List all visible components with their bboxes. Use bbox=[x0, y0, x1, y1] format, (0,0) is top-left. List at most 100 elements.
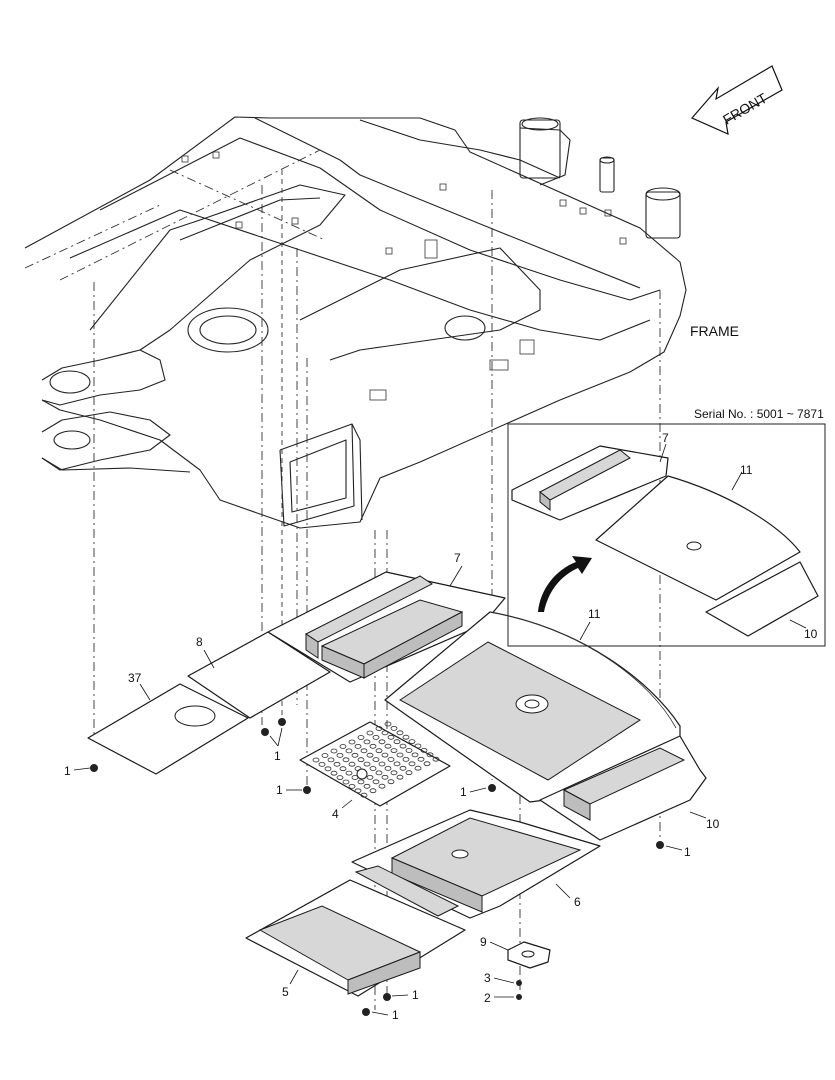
perforation-hole bbox=[336, 775, 344, 780]
perforation-hole bbox=[384, 766, 392, 771]
nut-3 bbox=[516, 980, 522, 986]
bolt-1-mid-a bbox=[261, 728, 269, 736]
perforation-hole bbox=[372, 735, 380, 740]
perforation-hole bbox=[363, 761, 371, 767]
perforation-hole bbox=[351, 752, 359, 758]
callout-7-main: 7 bbox=[454, 551, 461, 565]
perforation-hole bbox=[381, 752, 389, 758]
perforation-hole bbox=[321, 753, 329, 758]
perforation-hole bbox=[420, 748, 428, 753]
bolt-1-hole bbox=[303, 786, 311, 794]
perforation-hole bbox=[390, 748, 398, 753]
perforation-hole bbox=[399, 743, 407, 749]
callout-9: 9 bbox=[480, 935, 487, 949]
perforation-hole bbox=[378, 783, 386, 789]
perforation-hole bbox=[405, 748, 413, 753]
perforation-hole bbox=[360, 792, 368, 798]
bolt-2 bbox=[516, 994, 522, 1000]
perforation-hole bbox=[369, 766, 377, 771]
perforation-hole bbox=[327, 757, 335, 763]
upper-frame bbox=[24, 116, 687, 529]
bolt-1-bottom-a bbox=[383, 993, 391, 1001]
plate-37 bbox=[87, 683, 249, 775]
bolt-1-center bbox=[488, 784, 496, 792]
perforation-hole bbox=[423, 761, 431, 767]
perforation-hole bbox=[384, 743, 392, 749]
cover-5 bbox=[245, 865, 466, 997]
perforation-hole bbox=[417, 756, 425, 762]
perforation-hole bbox=[339, 744, 347, 749]
perforation-hole bbox=[414, 765, 422, 771]
perforation-hole bbox=[381, 730, 389, 736]
perforation-hole bbox=[381, 774, 389, 780]
perforation-hole bbox=[408, 739, 416, 744]
perforation-hole bbox=[387, 734, 395, 740]
callout-11-main: 11 bbox=[588, 607, 601, 621]
perforation-hole bbox=[405, 770, 413, 776]
perforation-hole bbox=[375, 748, 383, 754]
callout-4: 4 bbox=[332, 807, 339, 821]
perforation-hole bbox=[378, 739, 386, 745]
perforation-hole bbox=[426, 752, 434, 758]
perforation-hole bbox=[345, 770, 353, 776]
perforation-hole bbox=[357, 735, 365, 740]
callout-10-main: 10 bbox=[706, 817, 720, 831]
perforation-hole bbox=[336, 753, 344, 758]
perforation-hole bbox=[396, 752, 404, 758]
callout-leaders bbox=[73, 443, 807, 1016]
callout-6: 6 bbox=[574, 895, 581, 909]
fasteners bbox=[90, 718, 664, 1016]
callout-numbers: 7 8 37 11 1 1 1 4 1 10 1 6 9 3 2 5 1 1 7… bbox=[64, 431, 818, 1022]
serial-number-label: Serial No. : 5001 ~ 7871 bbox=[694, 407, 824, 421]
serial-inset bbox=[507, 423, 826, 647]
frame-label: FRAME bbox=[690, 323, 739, 339]
perforation-hole bbox=[414, 743, 422, 749]
callout-1-left: 1 bbox=[64, 764, 71, 778]
perforation-hole bbox=[363, 783, 371, 789]
perforation-hole bbox=[390, 726, 398, 731]
bolt-1-bottom-b bbox=[362, 1008, 370, 1016]
perforation-hole bbox=[375, 726, 383, 731]
front-direction-arrow: FRONT bbox=[691, 65, 783, 136]
perforation-hole bbox=[360, 748, 368, 754]
perforation-hole bbox=[342, 757, 350, 763]
cover-10 bbox=[539, 735, 707, 841]
perforation-hole bbox=[393, 739, 401, 745]
callout-5: 5 bbox=[282, 985, 289, 999]
perforation-hole bbox=[354, 788, 362, 794]
callout-1-bottom-b: 1 bbox=[392, 1008, 399, 1022]
perforation-hole bbox=[354, 744, 362, 749]
perforation-hole bbox=[363, 739, 371, 745]
perforation-hole bbox=[396, 774, 404, 780]
perforation-hole bbox=[402, 734, 410, 740]
perforation-hole bbox=[348, 739, 356, 745]
perforation-hole bbox=[378, 761, 386, 767]
cover-11 bbox=[384, 611, 681, 803]
perforation-hole bbox=[399, 765, 407, 771]
perforation-hole bbox=[366, 752, 374, 758]
callout-1-right: 1 bbox=[684, 845, 691, 859]
callout-3: 3 bbox=[484, 971, 491, 985]
perforation-hole bbox=[318, 762, 326, 767]
perforation-hole bbox=[372, 757, 380, 762]
perforation-hole bbox=[396, 730, 404, 736]
callout-37: 37 bbox=[128, 671, 142, 685]
callout-2: 2 bbox=[484, 991, 491, 1005]
perforation-hole bbox=[348, 761, 356, 767]
perforation-hole bbox=[390, 770, 398, 776]
callout-1-bottom-a: 1 bbox=[412, 988, 419, 1002]
callout-1-center: 1 bbox=[460, 785, 467, 799]
cover-4 bbox=[299, 721, 451, 807]
callout-8: 8 bbox=[196, 635, 203, 649]
bolt-1-left bbox=[90, 764, 98, 772]
perforation-hole bbox=[366, 775, 374, 780]
plate-8 bbox=[187, 631, 331, 719]
perforation-hole bbox=[330, 770, 338, 776]
callout-1-mid: 1 bbox=[274, 749, 281, 763]
perforation-hole bbox=[402, 757, 410, 762]
perforation-hole bbox=[348, 784, 356, 789]
plate-9 bbox=[507, 941, 551, 969]
perforation-hole bbox=[330, 748, 338, 754]
perforation-hole bbox=[369, 743, 377, 749]
